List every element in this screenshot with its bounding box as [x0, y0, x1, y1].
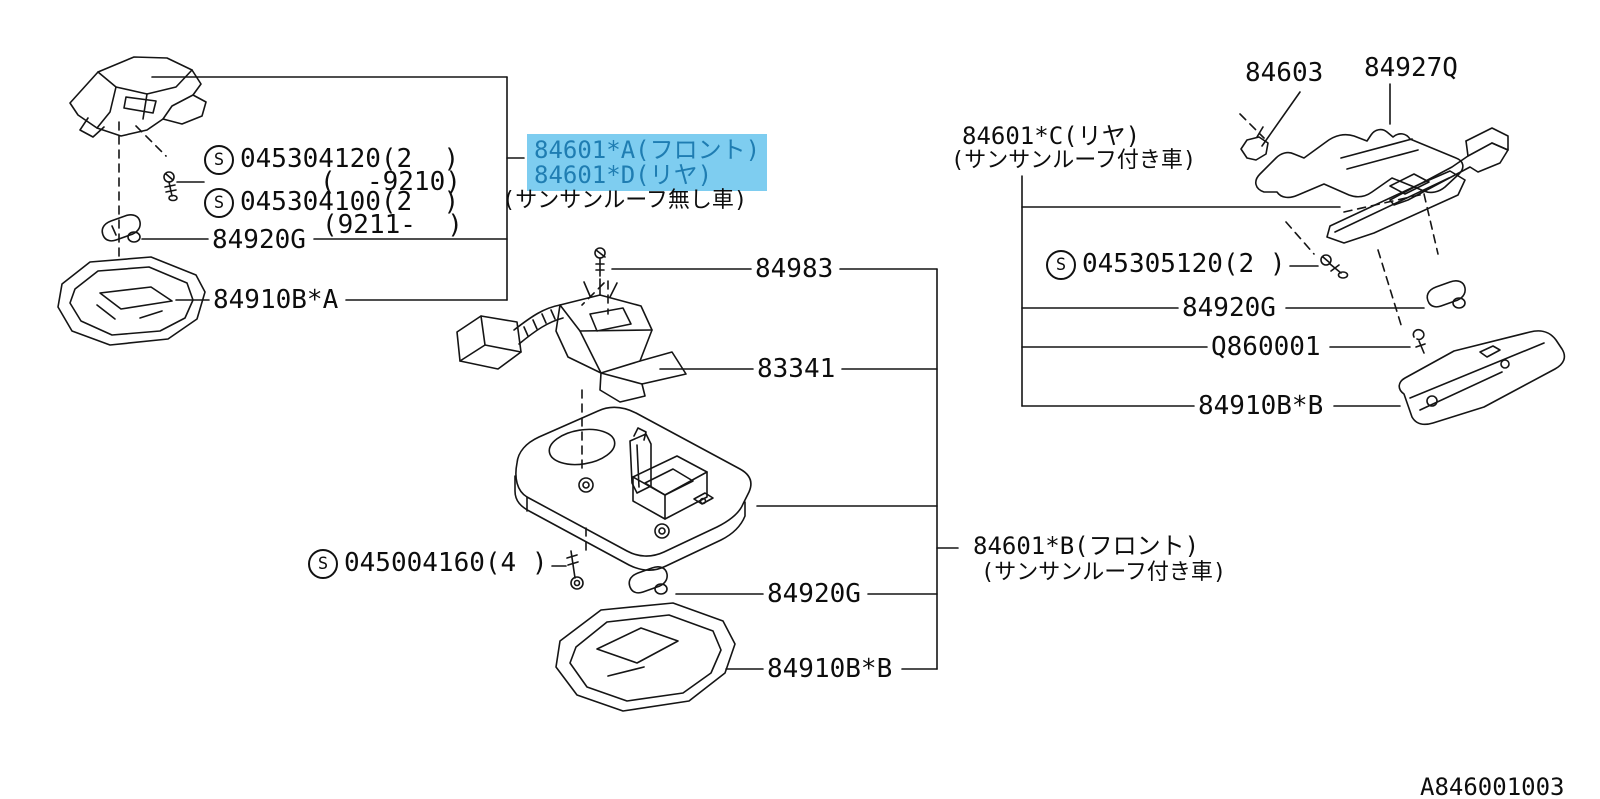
fastener-label-045305120[interactable]: S 045305120(2 ) — [1046, 250, 1286, 280]
fastener-number: 045304100(2 ) — [240, 187, 460, 218]
note-no-sunroof: (サンサンルーフ無し車) — [502, 188, 748, 213]
leader-lines — [141, 76, 1425, 670]
part-label-84601A-front[interactable]: 84601*A(フロント) — [534, 136, 761, 164]
highlighted-part-label-group[interactable]: 84601*A(フロント) 84601*D(リヤ) — [527, 134, 768, 191]
screw-drawing-left — [163, 171, 178, 202]
lens-drawing-right — [1398, 330, 1566, 426]
part-label-bulb-right[interactable]: 84920G — [1182, 293, 1276, 323]
date-range-9210: ( -9210) — [320, 167, 461, 197]
part-label-lens-left[interactable]: 84910B*A — [213, 285, 339, 315]
fastener-number: 045304120(2 ) — [240, 144, 460, 175]
standard-part-s-icon: S — [1046, 250, 1076, 280]
rear-lamp-assembly-drawing — [1326, 127, 1509, 244]
standard-part-s-icon: S — [204, 188, 234, 218]
fastener-label-045304100[interactable]: S 045304100(2 ) — [204, 188, 459, 218]
bulb-drawing-left — [101, 214, 141, 243]
part-label-bulb-center[interactable]: 84920G — [767, 579, 861, 609]
lamp-switch-drawing — [456, 278, 687, 403]
standard-part-s-icon: S — [204, 145, 234, 175]
console-panel-drawing — [514, 406, 752, 571]
screw-drawing-top-center — [594, 247, 606, 277]
fastener-number: 045305120(2 ) — [1082, 249, 1286, 280]
bulb-socket-drawing — [1240, 126, 1269, 161]
diagram-code: A846001003 — [1420, 773, 1565, 799]
date-range-9211: (9211- ) — [322, 210, 463, 240]
part-label-bulb-left[interactable]: 84920G — [212, 225, 306, 255]
fastener-label-045004160[interactable]: S 045004160(4 ) — [308, 549, 548, 579]
part-label-84601D-rear[interactable]: 84601*D(リヤ) — [534, 161, 713, 189]
note-with-sunroof-right: (サンサンルーフ付き車) — [951, 148, 1197, 173]
part-label-83341[interactable]: 83341 — [757, 354, 836, 384]
fastener-number: 045004160(4 ) — [344, 548, 548, 579]
bulb-drawing-right — [1426, 280, 1466, 309]
standard-part-s-icon: S — [308, 549, 338, 579]
screw-drawing-bottom-center — [566, 550, 584, 590]
part-label-Q860001[interactable]: Q860001 — [1211, 332, 1321, 362]
screw-drawing-q860001 — [1412, 329, 1426, 354]
part-label-lens-right[interactable]: 84910B*B — [1198, 391, 1324, 421]
front-lamp-assembly-drawing — [69, 56, 207, 138]
screw-drawing-right — [1320, 254, 1349, 279]
part-label-lens-center[interactable]: 84910B*B — [767, 654, 893, 684]
note-with-sunroof-center: (サンサンルーフ付き車) — [981, 560, 1227, 585]
dashed-lines — [118, 113, 1439, 555]
part-label-84603[interactable]: 84603 — [1245, 58, 1324, 88]
part-label-84983[interactable]: 84983 — [755, 254, 834, 284]
bracket-drawing — [1255, 128, 1464, 199]
part-label-84927Q[interactable]: 84927Q — [1364, 53, 1458, 83]
part-label-84601B-front[interactable]: 84601*B(フロント) — [973, 532, 1200, 560]
bulb-drawing-center — [628, 566, 668, 595]
part-label-84601C-rear[interactable]: 84601*C(リヤ) — [962, 122, 1141, 150]
lens-tray-drawing-left — [57, 256, 206, 346]
fastener-label-045304120[interactable]: S 045304120(2 ) — [204, 145, 459, 175]
lens-tray-drawing-center — [555, 602, 736, 712]
